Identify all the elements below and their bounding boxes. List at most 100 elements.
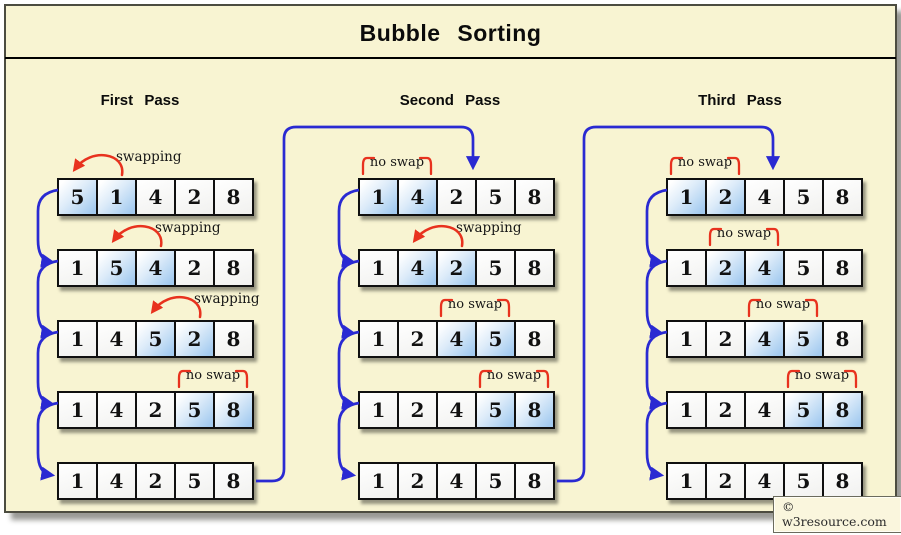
array-cell: 5 (475, 249, 516, 287)
array-cell: 2 (705, 391, 746, 429)
array-cell: 4 (436, 462, 477, 500)
array-cell: 4 (96, 320, 137, 358)
array-cell: 1 (57, 391, 98, 429)
array-row: 1 4 2 5 8 (358, 249, 555, 287)
array-cell: 4 (744, 462, 785, 500)
array-row: 1 5 4 2 8 (57, 249, 254, 287)
array-cell: 1 (358, 391, 399, 429)
array-cell: 1 (57, 249, 98, 287)
array-cell: 1 (96, 178, 137, 216)
array-cell: 5 (783, 391, 824, 429)
array-cell: 5 (475, 462, 516, 500)
array-cell: 1 (666, 249, 707, 287)
array-row: 1 4 2 5 8 (358, 178, 555, 216)
array-row: 1 2 4 5 8 (666, 391, 863, 429)
array-cell: 1 (358, 249, 399, 287)
array-row: 1 2 4 5 8 (358, 320, 555, 358)
array-cell: 8 (514, 320, 555, 358)
pass-header-third: Third Pass (698, 92, 782, 109)
array-row: 1 2 4 5 8 (666, 462, 863, 500)
array-cell: 8 (213, 320, 254, 358)
array-row: 1 4 2 5 8 (57, 391, 254, 429)
array-cell: 8 (213, 249, 254, 287)
array-cell: 2 (705, 249, 746, 287)
array-row: 5 1 4 2 8 (57, 178, 254, 216)
array-cell: 8 (213, 391, 254, 429)
array-cell: 1 (358, 320, 399, 358)
array-cell: 8 (514, 462, 555, 500)
array-cell: 5 (475, 391, 516, 429)
array-row: 1 2 4 5 8 (666, 178, 863, 216)
array-cell: 1 (666, 178, 707, 216)
array-cell: 8 (822, 462, 863, 500)
action-label: no swap (185, 368, 241, 383)
action-label: no swap (755, 297, 811, 312)
array-cell: 5 (475, 320, 516, 358)
array-cell: 4 (96, 462, 137, 500)
array-cell: 5 (475, 178, 516, 216)
array-cell: 1 (358, 178, 399, 216)
array-row: 1 4 5 2 8 (57, 320, 254, 358)
array-cell: 2 (397, 320, 438, 358)
pass-header-first: First Pass (100, 92, 180, 109)
array-cell: 8 (514, 391, 555, 429)
array-cell: 2 (135, 391, 176, 429)
array-cell: 2 (705, 178, 746, 216)
array-cell: 5 (783, 178, 824, 216)
array-cell: 2 (705, 462, 746, 500)
array-cell: 1 (666, 320, 707, 358)
array-row: 1 2 4 5 8 (666, 320, 863, 358)
action-label: no swap (447, 297, 503, 312)
array-cell: 5 (783, 320, 824, 358)
watermark: © w3resource.com (773, 496, 901, 533)
array-cell: 2 (174, 178, 215, 216)
array-cell: 4 (397, 249, 438, 287)
array-row: 1 2 4 5 8 (666, 249, 863, 287)
action-label: no swap (716, 226, 772, 241)
array-cell: 8 (213, 178, 254, 216)
action-label: swapping (116, 149, 182, 165)
array-cell: 8 (213, 462, 254, 500)
array-cell: 4 (135, 178, 176, 216)
title-divider (5, 57, 896, 59)
array-cell: 5 (783, 249, 824, 287)
array-cell: 2 (705, 320, 746, 358)
action-label: no swap (369, 155, 425, 170)
array-cell: 4 (96, 391, 137, 429)
array-cell: 2 (174, 320, 215, 358)
array-row: 1 2 4 5 8 (358, 391, 555, 429)
array-cell: 5 (174, 462, 215, 500)
array-cell: 2 (436, 249, 477, 287)
array-cell: 2 (436, 178, 477, 216)
action-label: no swap (794, 368, 850, 383)
array-cell: 4 (135, 249, 176, 287)
array-cell: 1 (358, 462, 399, 500)
action-label: swapping (155, 220, 221, 236)
array-row: 1 4 2 5 8 (57, 462, 254, 500)
array-cell: 2 (174, 249, 215, 287)
action-label: swapping (456, 220, 522, 236)
array-cell: 8 (514, 249, 555, 287)
action-label: no swap (677, 155, 733, 170)
action-label: no swap (486, 368, 542, 383)
array-cell: 1 (666, 391, 707, 429)
array-cell: 8 (822, 320, 863, 358)
array-cell: 2 (397, 462, 438, 500)
array-cell: 8 (514, 178, 555, 216)
array-cell: 5 (174, 391, 215, 429)
array-cell: 4 (744, 391, 785, 429)
array-cell: 4 (744, 249, 785, 287)
array-cell: 5 (783, 462, 824, 500)
array-cell: 1 (57, 320, 98, 358)
array-cell: 1 (57, 462, 98, 500)
array-cell: 8 (822, 249, 863, 287)
array-cell: 4 (397, 178, 438, 216)
array-cell: 5 (96, 249, 137, 287)
array-row: 1 2 4 5 8 (358, 462, 555, 500)
array-cell: 2 (135, 462, 176, 500)
array-cell: 5 (57, 178, 98, 216)
array-cell: 8 (822, 178, 863, 216)
page-title: Bubble Sorting (359, 20, 542, 46)
array-cell: 4 (744, 320, 785, 358)
